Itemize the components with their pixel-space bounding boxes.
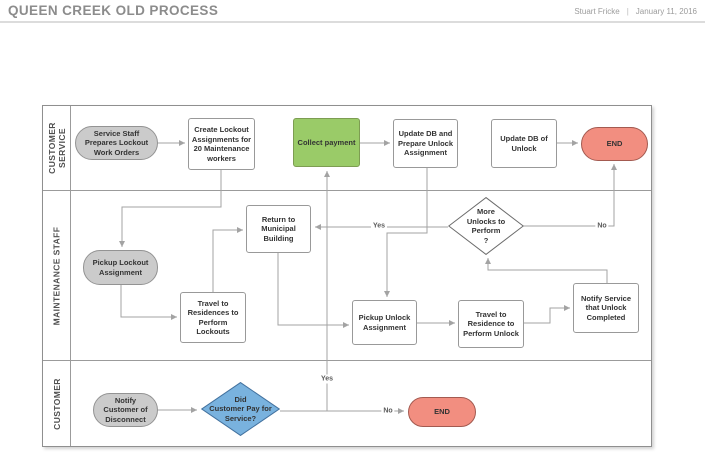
node-label: Collect payment bbox=[297, 137, 356, 147]
lane-customer-service: CUSTOMER SERVICE bbox=[43, 106, 651, 191]
lane-customer: CUSTOMER bbox=[43, 361, 651, 446]
node-travel-residences-perform-lockouts: Travel to Residences to Perform Lockouts bbox=[180, 292, 246, 343]
node-end-customer-service: END bbox=[581, 127, 648, 161]
node-end-customer: END bbox=[408, 397, 476, 427]
node-did-customer-pay: Did Customer Pay for Service? bbox=[201, 382, 280, 436]
lane-label-cell: CUSTOMER bbox=[43, 361, 71, 446]
page-title: QUEEN CREEK OLD PROCESS bbox=[8, 3, 219, 18]
node-label: Travel to Residences to Perform Lockouts bbox=[187, 298, 239, 337]
lane-label-maintenance-staff: MAINTENANCE STAFF bbox=[51, 226, 62, 325]
decision-diamond-shape bbox=[201, 382, 280, 436]
lane-label-cell: MAINTENANCE STAFF bbox=[43, 191, 71, 360]
node-label: Notify Service that Unlock Completed bbox=[580, 293, 632, 322]
edge-label-no-did-pay: No bbox=[381, 406, 395, 416]
node-notify-service-unlock-completed: Notify Service that Unlock Completed bbox=[573, 283, 639, 333]
decision-diamond-shape bbox=[448, 197, 524, 255]
byline-separator: | bbox=[626, 7, 629, 16]
node-notify-customer-of-disconnect: Notify Customer of Disconnect bbox=[93, 393, 158, 427]
node-pickup-lockout-assignment: Pickup Lockout Assignment bbox=[83, 250, 158, 285]
node-label: More Unlocks to Perform ? bbox=[466, 207, 506, 245]
node-label: Service Staff Prepares Lockout Work Orde… bbox=[84, 128, 149, 157]
header-divider bbox=[0, 21, 705, 23]
node-label: END bbox=[434, 407, 450, 417]
node-label: Notify Customer of Disconnect bbox=[103, 395, 148, 424]
lane-maintenance-staff: MAINTENANCE STAFF bbox=[43, 191, 651, 361]
node-label: Pickup Unlock Assignment bbox=[358, 313, 411, 332]
author-name: Stuart Fricke bbox=[574, 7, 620, 16]
edge-label-yes-did-pay: Yes bbox=[318, 374, 336, 384]
edge-label-no-more-unlocks: No bbox=[595, 221, 609, 231]
node-more-unlocks-to-perform: More Unlocks to Perform ? bbox=[448, 197, 524, 255]
node-label: Pickup Lockout Assignment bbox=[92, 258, 149, 277]
lane-label-customer-service: CUSTOMER SERVICE bbox=[46, 122, 67, 174]
node-return-to-municipal-building: Return to Municipal Building bbox=[246, 205, 311, 253]
node-update-db-prepare-unlock: Update DB and Prepare Unlock Assignment bbox=[393, 119, 458, 168]
node-collect-payment: Collect payment bbox=[293, 118, 360, 167]
node-label: Did Customer Pay for Service? bbox=[209, 394, 272, 423]
node-label: Return to Municipal Building bbox=[261, 214, 296, 243]
edge-label-yes-more-unlocks: Yes bbox=[370, 221, 388, 231]
node-travel-residence-perform-unlock: Travel to Residence to Perform Unlock bbox=[458, 300, 524, 348]
lane-label-customer: CUSTOMER bbox=[51, 377, 62, 430]
node-update-db-of-unlock: Update DB of Unlock bbox=[491, 119, 557, 168]
node-create-lockout-assignments: Create Lockout Assignments for 20 Mainte… bbox=[188, 118, 255, 170]
byline: Stuart Fricke | January 11, 2016 bbox=[574, 7, 697, 16]
node-label: Update DB and Prepare Unlock Assignment bbox=[397, 129, 454, 158]
node-label: Update DB of Unlock bbox=[500, 134, 548, 153]
lane-label-cell: CUSTOMER SERVICE bbox=[43, 106, 71, 190]
node-label: Create Lockout Assignments for 20 Mainte… bbox=[191, 125, 252, 163]
node-service-staff-prepares-lockout: Service Staff Prepares Lockout Work Orde… bbox=[75, 126, 158, 160]
node-label: Travel to Residence to Perform Unlock bbox=[463, 309, 519, 338]
node-pickup-unlock-assignment: Pickup Unlock Assignment bbox=[352, 300, 417, 345]
document-date: January 11, 2016 bbox=[635, 7, 697, 16]
node-label: END bbox=[606, 139, 623, 149]
